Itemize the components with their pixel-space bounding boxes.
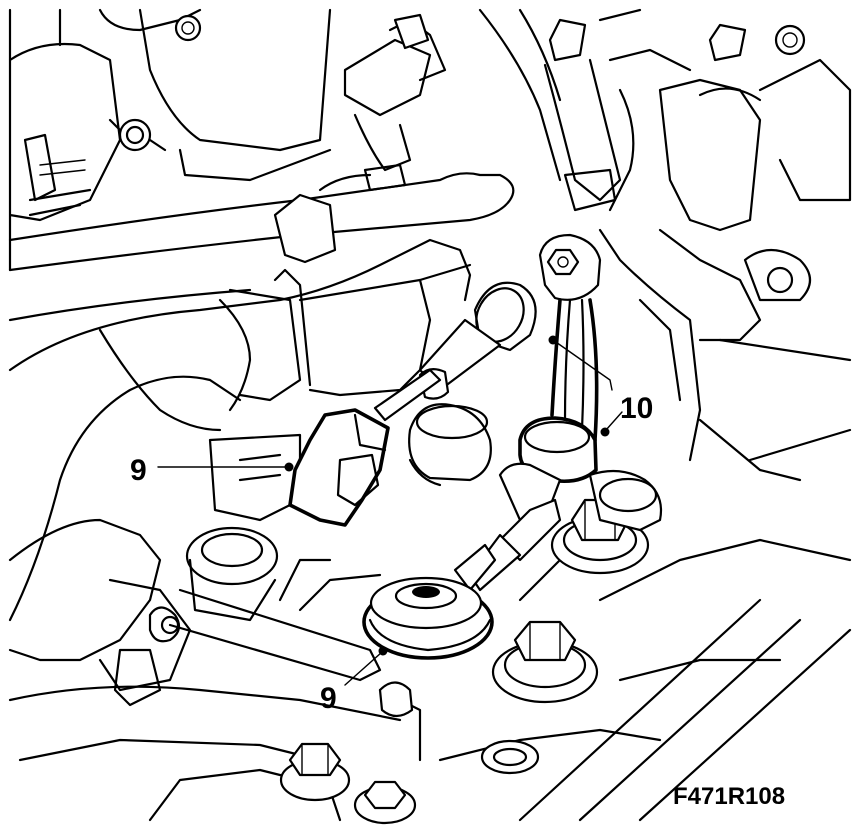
upper-cable-end: [288, 281, 537, 527]
cable-sleeves: [408, 403, 663, 592]
hex-bolt-bottom-left: [279, 742, 351, 802]
lower-cable-bushing: [362, 543, 497, 660]
callout-label-9-lower: 9: [320, 682, 337, 715]
leader-10-b-dot: [600, 427, 610, 437]
hex-bolt-bottom-small: [353, 780, 417, 825]
leader-10-a-dot: [548, 335, 558, 345]
callout-leaders: [157, 335, 623, 686]
leader-10-a: [552, 339, 613, 391]
gear-shift-cables: [550, 298, 599, 442]
background-engine-linework: [8, 8, 852, 825]
callout-label-9-upper: 9: [130, 454, 147, 487]
hex-bolt-bottom-center: [491, 620, 599, 704]
cable-mount-bracket: [538, 233, 602, 301]
leader-9-upper-dot: [284, 462, 294, 472]
leader-9-lower-dot: [378, 646, 388, 656]
figure-code: F471R108: [673, 783, 785, 810]
callout-label-10: 10: [620, 392, 653, 425]
leader-10-b: [605, 411, 623, 431]
leader-9-lower: [344, 651, 383, 686]
